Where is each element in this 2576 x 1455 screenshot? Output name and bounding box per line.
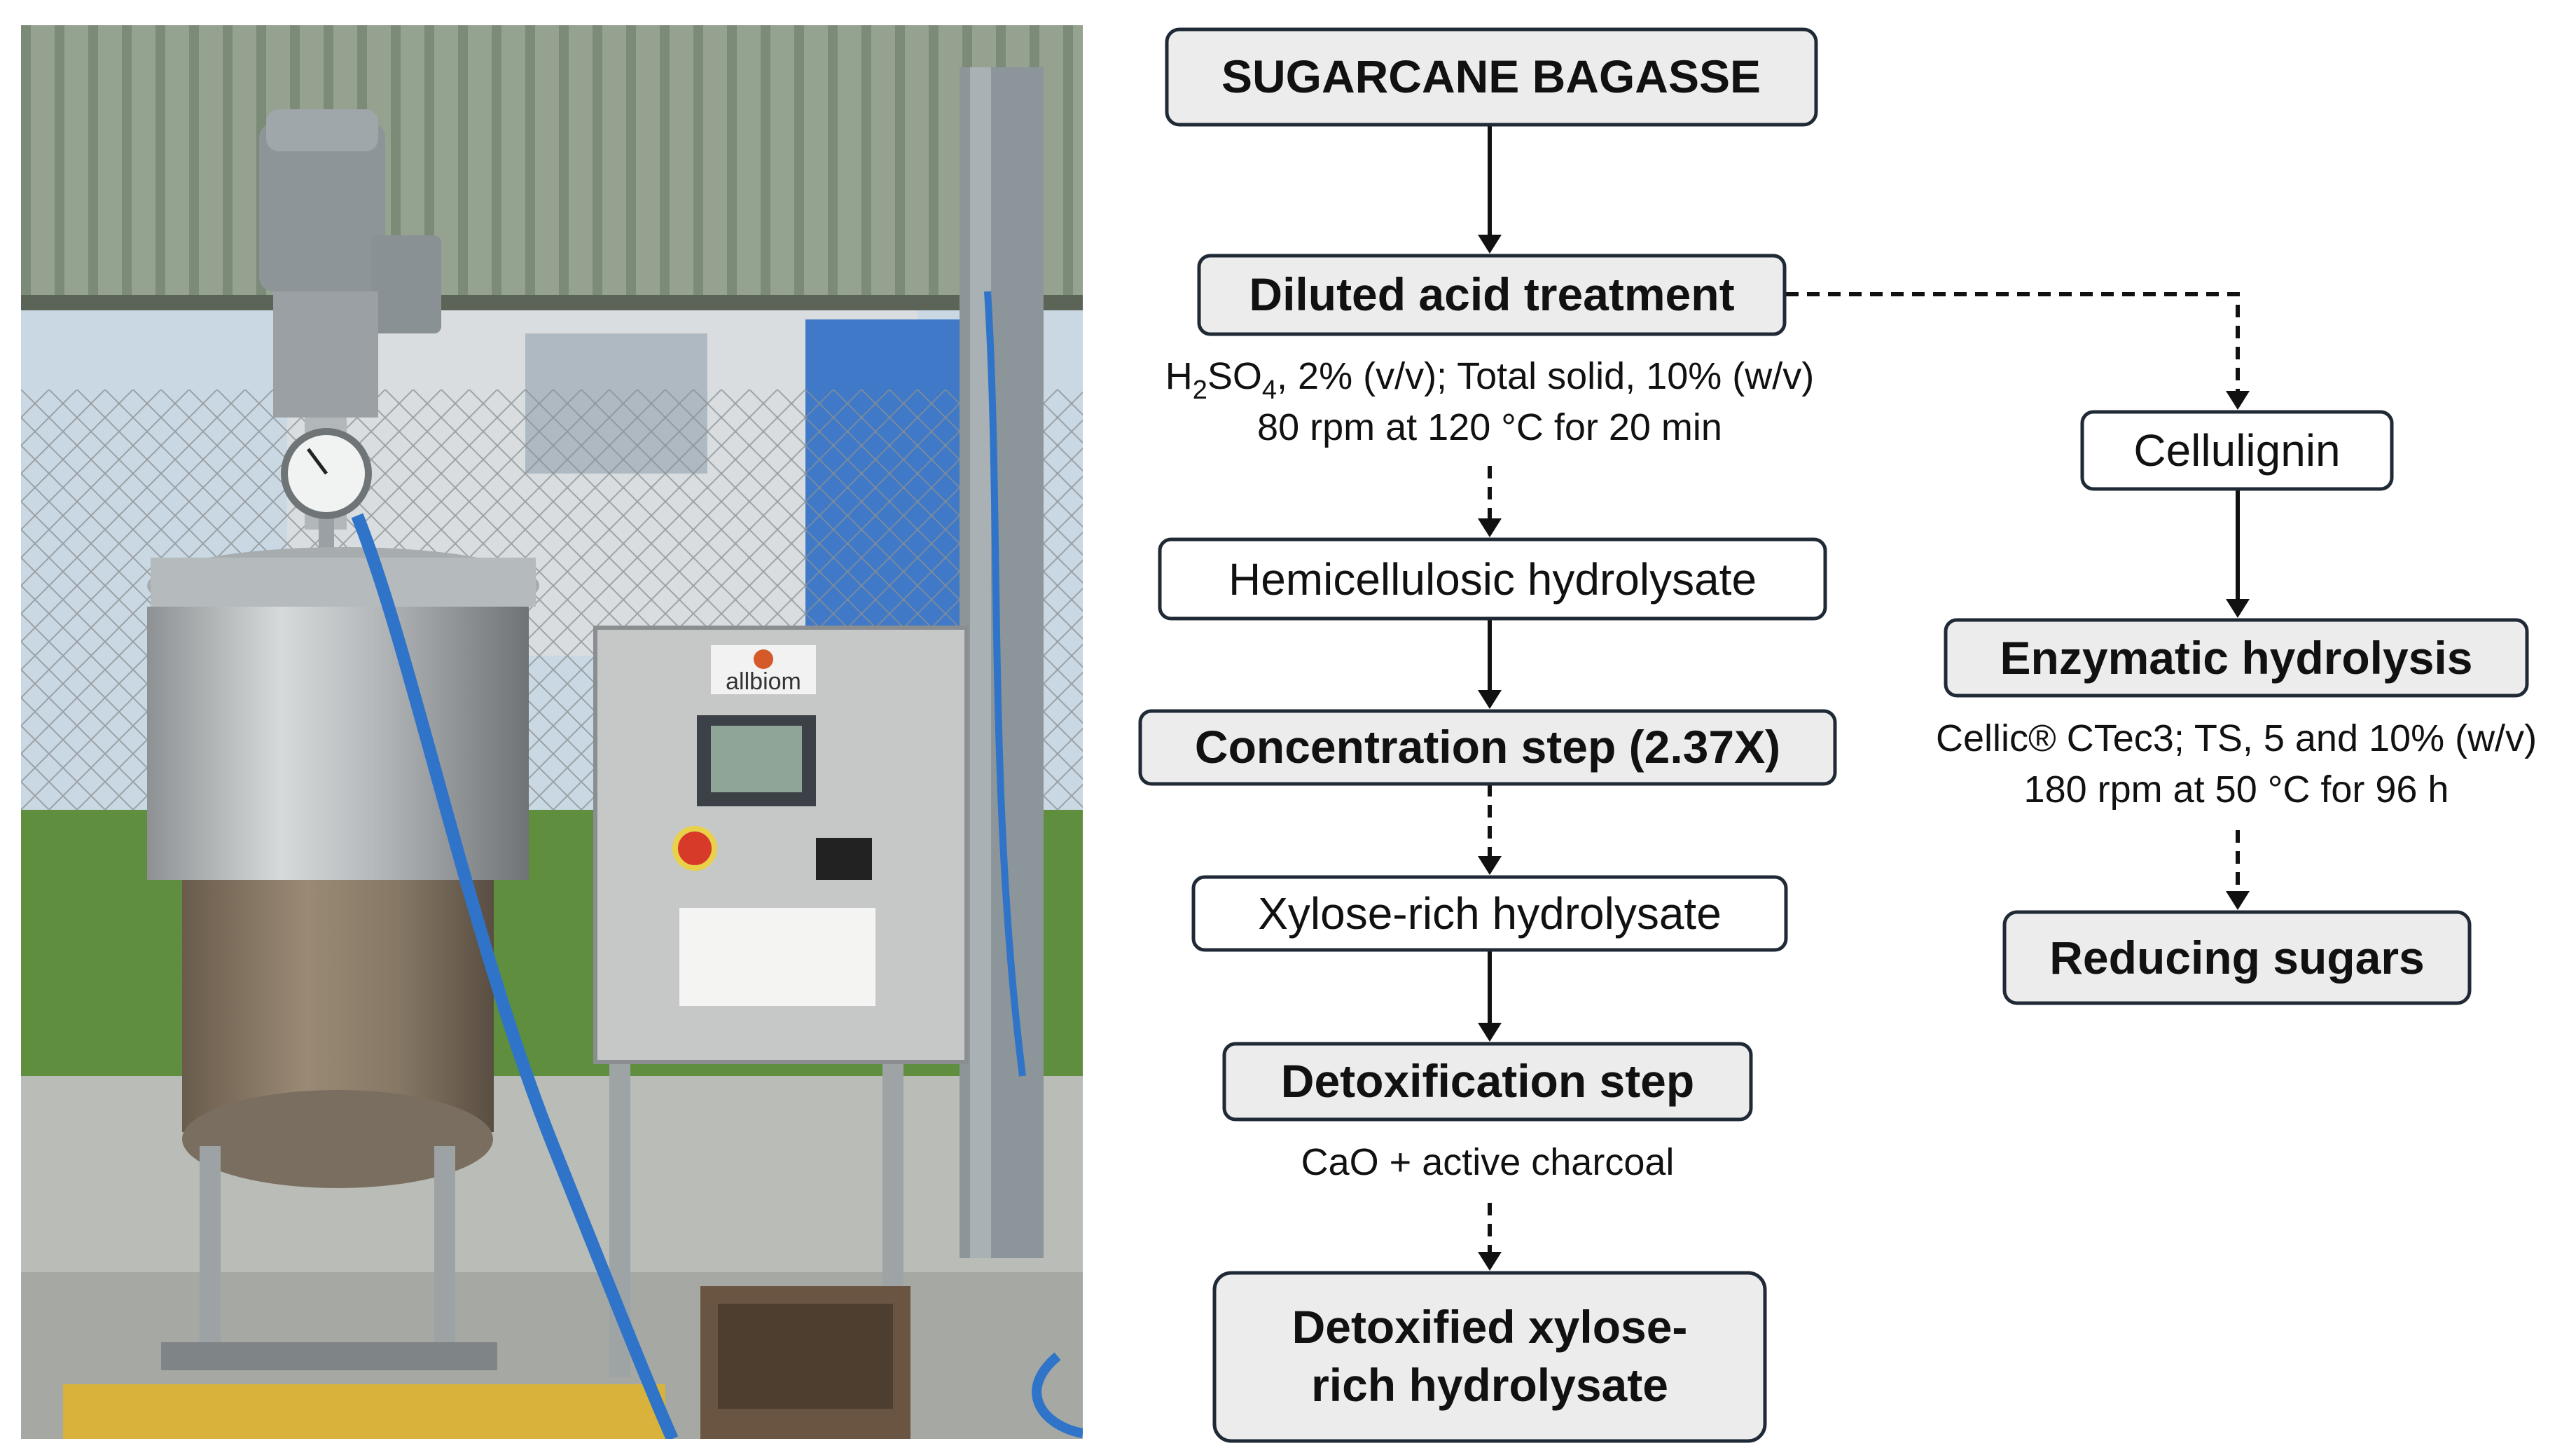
node-sugarcane-bagasse-label: SUGARCANE BAGASSE	[1221, 50, 1761, 102]
photo-column-highlight	[970, 67, 991, 1258]
node-hemicellulosic-hydrolysate-label: Hemicellulosic hydrolysate	[1228, 554, 1757, 605]
enzymatic-conditions-line2: 180 rpm at 50 °C for 96 h	[2024, 768, 2449, 811]
photo-base	[161, 1342, 497, 1370]
photo-motor-cap	[266, 109, 378, 151]
photo-tank-flange	[151, 558, 536, 607]
node-detoxification-step-label: Detoxification step	[1281, 1055, 1694, 1107]
node-diluted-acid-treatment: Diluted acid treatment	[1197, 254, 1787, 336]
arrowhead-reducing	[2226, 891, 2250, 910]
arrowhead-detox	[1478, 1023, 1502, 1042]
node-reducing-sugars-label: Reducing sugars	[2049, 932, 2424, 984]
node-xylose-rich-hydrolysate: Xylose-rich hydrolysate	[1191, 875, 1788, 952]
photo-gearbox	[273, 291, 378, 418]
photo-blue-hose	[351, 513, 679, 1439]
photo-wooden-box-inner	[718, 1304, 893, 1409]
photo-tank-lower	[182, 880, 494, 1132]
node-concentration-step: Concentration step (2.37X)	[1138, 709, 1837, 786]
node-enzymatic-hydrolysis: Enzymatic hydrolysis	[1944, 618, 2529, 698]
dashed-acid-to-cellulignin	[1786, 292, 2240, 391]
detox-conditions: CaO + active charcoal	[1301, 1141, 1675, 1183]
node-enzymatic-hydrolysis-label: Enzymatic hydrolysis	[2000, 632, 2473, 684]
photo-blue-hose-floor	[1032, 1352, 1083, 1438]
node-final-label-line2: rich hydrolysate	[1311, 1359, 1668, 1411]
arrowhead-xylose	[1478, 856, 1502, 875]
photo-yellow-plank	[63, 1384, 665, 1439]
photo-leg-right	[434, 1146, 455, 1356]
enzymatic-conditions-line1: Cellic® CTec3; TS, 5 and 10% (w/v)	[1936, 717, 2537, 759]
photo-leg-left	[200, 1146, 221, 1356]
photo-roof	[21, 25, 1083, 305]
photo-panel-meter	[816, 838, 872, 880]
node-final-label-line1: Detoxified xylose-	[1292, 1301, 1688, 1353]
photo-tank-upper	[147, 607, 529, 880]
photo-panel-sheet	[679, 908, 875, 1006]
photo-panel-screen-inner	[711, 726, 802, 792]
arrowhead-final	[1478, 1252, 1502, 1271]
arrowhead-concentration	[1478, 690, 1502, 709]
arrowhead-enzymatic	[2226, 599, 2250, 618]
node-diluted-acid-treatment-label: Diluted acid treatment	[1249, 268, 1734, 320]
arrowhead-acid	[1478, 235, 1502, 254]
node-hemicellulosic-hydrolysate: Hemicellulosic hydrolysate	[1158, 537, 1827, 621]
acid-conditions-line1: H2SO4, 2% (v/v); Total solid, 10% (w/v)	[1165, 355, 1815, 405]
photo-motor-side	[371, 235, 441, 333]
arrowhead-hemi	[1478, 518, 1502, 537]
node-cellulignin: Cellulignin	[2080, 410, 2394, 491]
node-concentration-step-label: Concentration step (2.37X)	[1195, 721, 1780, 773]
arrowhead-cellulignin	[2226, 391, 2250, 410]
photo-gauge-needle	[306, 448, 328, 475]
photo-brand-label: allbiom	[726, 668, 801, 695]
node-detoxification-step: Detoxification step	[1222, 1042, 1753, 1122]
photo-blue-hose-right	[984, 291, 1026, 1077]
photo-motor	[259, 123, 385, 291]
photo-logo-mark	[754, 649, 773, 669]
node-reducing-sugars: Reducing sugars	[2002, 910, 2472, 1005]
photo-emergency-button	[672, 826, 717, 871]
node-detoxified-xylose-rich-hydrolysate: Detoxified xylose- rich hydrolysate	[1212, 1271, 1767, 1443]
node-cellulignin-label: Cellulignin	[2133, 425, 2340, 476]
photo-tank-bottom	[182, 1090, 493, 1188]
node-xylose-rich-hydrolysate-label: Xylose-rich hydrolysate	[1258, 888, 1722, 939]
bioreactor-photo: allbiom	[21, 25, 1083, 1439]
acid-conditions-line2: 80 rpm at 120 °C for 20 min	[1257, 406, 1722, 448]
node-sugarcane-bagasse: SUGARCANE BAGASSE	[1165, 27, 1818, 127]
